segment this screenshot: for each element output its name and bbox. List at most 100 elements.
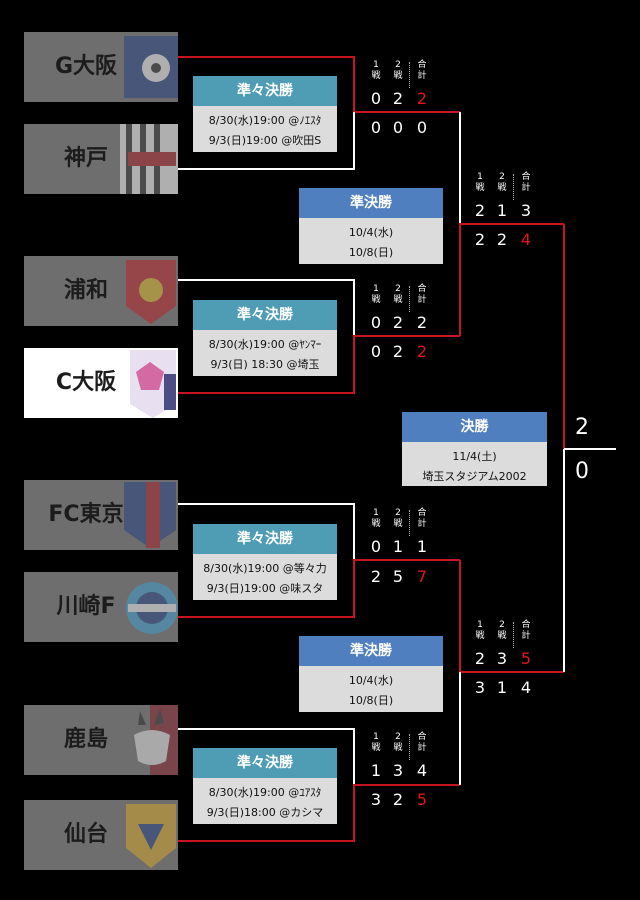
- score-top-leg2: 3: [392, 761, 404, 780]
- score-bottom-total: 4: [520, 230, 532, 249]
- qf1-title: 準々決勝: [193, 76, 337, 106]
- kashima-crest-icon: [134, 705, 178, 775]
- qf2-title: 準々決勝: [193, 300, 337, 330]
- score-bottom-leg1: 0: [370, 118, 382, 137]
- final-score-bottom: 0: [575, 459, 589, 484]
- score-separator: [409, 62, 410, 88]
- score-top-leg2: 1: [392, 537, 404, 556]
- c-osaka-crest-icon: [130, 350, 176, 418]
- qf4-title: 準々決勝: [193, 748, 337, 778]
- team-name: C大阪: [55, 370, 117, 395]
- score-bottom-leg1: 0: [370, 342, 382, 361]
- qf3-leg2-info: 9/3(日)19:00 @味スタ: [206, 582, 324, 595]
- qf2-box: 準々決勝 8/30(水)19:00 @ﾔﾝﾏｰ 9/3(日) 18:30 @埼玉: [193, 300, 337, 376]
- bracket-line-kawasaki: [178, 559, 460, 618]
- score-column-label: 合計: [417, 284, 427, 305]
- score-bottom-leg2: 2: [392, 342, 404, 361]
- score-top-leg1: 0: [370, 89, 382, 108]
- score-top-leg1: 2: [474, 201, 486, 220]
- qf3-title: 準々決勝: [193, 524, 337, 554]
- score-top-leg2: 3: [496, 649, 508, 668]
- qf4-leg2-info: 9/3(日)18:00 @カシマ: [206, 806, 324, 819]
- bracket-line-kobe: [178, 112, 355, 170]
- team-c-osaka[interactable]: C大阪: [24, 348, 178, 418]
- team-sendai[interactable]: 仙台: [24, 800, 178, 870]
- score-separator: [409, 734, 410, 760]
- score-top-leg1: 0: [370, 313, 382, 332]
- score-column-label: 合計: [417, 732, 427, 753]
- score-bottom-total: 2: [416, 342, 428, 361]
- kawasaki-crest-icon: [126, 582, 178, 634]
- sendai-crest-icon: [126, 804, 176, 868]
- sf2-title: 準決勝: [299, 636, 443, 666]
- team-name: 鹿島: [63, 727, 108, 752]
- score-bottom-total: 5: [416, 790, 428, 809]
- score-top-total: 2: [416, 89, 428, 108]
- score-bottom-leg2: 2: [496, 230, 508, 249]
- bracket-line-kashima: [178, 728, 355, 785]
- sf2-leg2-info: 10/8(日): [348, 694, 394, 707]
- score-column-label: 合計: [521, 620, 531, 641]
- team-urawa[interactable]: 浦和: [24, 256, 178, 326]
- bracket-line-sf1-bottom: [459, 223, 564, 336]
- team-g-osaka[interactable]: G大阪: [24, 32, 178, 102]
- score-top-total: 3: [520, 201, 532, 220]
- sf1-leg1-info: 10/4(水): [348, 226, 394, 239]
- qf3-leg1-info: 8/30(水)19:00 @等々力: [203, 562, 327, 575]
- score-bottom-total: 4: [520, 678, 532, 697]
- score-top-leg2: 2: [392, 313, 404, 332]
- score-separator: [409, 510, 410, 536]
- team-name: 浦和: [63, 278, 108, 303]
- team-kawasaki[interactable]: 川崎F: [24, 572, 178, 642]
- score-bottom-leg1: 2: [370, 567, 382, 586]
- team-name: 仙台: [63, 822, 108, 847]
- g-osaka-crest-icon: [124, 36, 178, 98]
- qf2-leg1-info: 8/30(水)19:00 @ﾔﾝﾏｰ: [208, 338, 322, 351]
- bracket-line-gosaka: [178, 56, 460, 113]
- score-bottom-leg1: 3: [370, 790, 382, 809]
- score-bottom-leg2: 5: [392, 567, 404, 586]
- score-top-leg2: 1: [496, 201, 508, 220]
- kobe-crest-icon: [120, 124, 178, 194]
- score-bottom-total: 0: [416, 118, 428, 137]
- score-top-leg2: 2: [392, 89, 404, 108]
- qf4-box: 準々決勝 8/30(水)19:00 @ﾕｱｽﾀ 9/3(日)18:00 @カシマ: [193, 748, 337, 824]
- qf1-box: 準々決勝 8/30(水)19:00 @ﾉｴｽﾀ 9/3(日)19:00 @吹田S: [193, 76, 337, 152]
- qf3-box: 準々決勝 8/30(水)19:00 @等々力 9/3(日)19:00 @味スタ: [193, 524, 337, 600]
- final-venue: 埼玉スタジアム2002: [422, 470, 527, 483]
- qf4-leg1-info: 8/30(水)19:00 @ﾕｱｽﾀ: [208, 786, 322, 799]
- final-title: 決勝: [402, 412, 547, 442]
- score-column-label: 合計: [417, 60, 427, 81]
- final-box: 決勝 11/4(土) 埼玉スタジアム2002: [402, 412, 547, 486]
- sf1-title: 準決勝: [299, 188, 443, 218]
- sf1-leg2-info: 10/8(日): [348, 246, 394, 259]
- team-kashima[interactable]: 鹿島: [24, 705, 178, 775]
- qf1-leg1-info: 8/30(水)19:00 @ﾉｴｽﾀ: [208, 114, 322, 127]
- qf1-leg2-info: 9/3(日)19:00 @吹田S: [208, 134, 322, 147]
- sf1-box: 準決勝 10/4(水) 10/8(日): [299, 188, 443, 264]
- score-top-total: 5: [520, 649, 532, 668]
- team-fc-tokyo[interactable]: FC東京: [24, 480, 178, 550]
- score-top-leg1: 1: [370, 761, 382, 780]
- score-bottom-leg1: 3: [474, 678, 486, 697]
- score-bottom-leg2: 0: [392, 118, 404, 137]
- score-top-total: 2: [416, 313, 428, 332]
- bracket-line-fctokyo: [178, 503, 355, 560]
- score-top-total: 1: [416, 537, 428, 556]
- score-top-leg1: 0: [370, 537, 382, 556]
- team-kobe[interactable]: 神戸: [24, 124, 178, 194]
- score-bottom-leg2: 1: [496, 678, 508, 697]
- bracket-line-sendai: [178, 784, 460, 842]
